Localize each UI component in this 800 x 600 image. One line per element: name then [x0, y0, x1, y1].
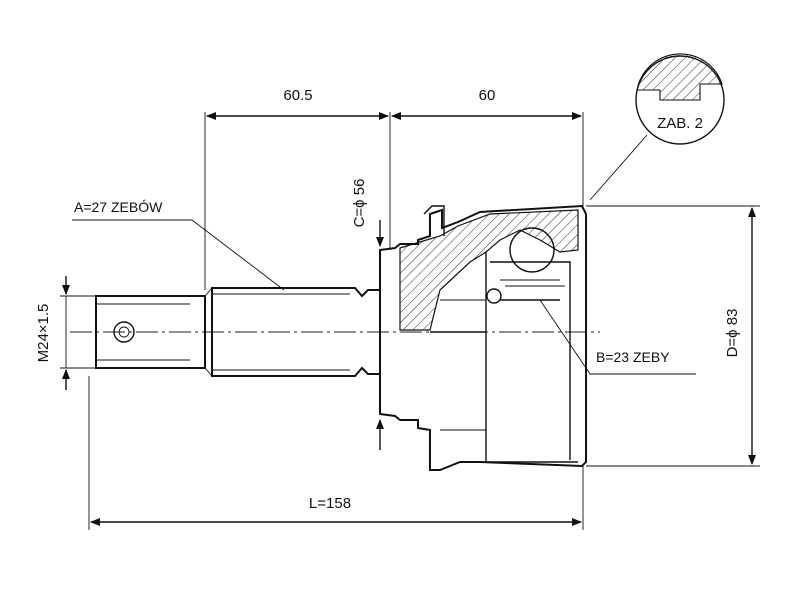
label-spline-b: B=23 ZEBY: [596, 349, 670, 365]
detail-leader: [589, 134, 648, 201]
dim-60-5: 60.5: [283, 87, 312, 104]
cotter-pin-hole: [113, 321, 135, 343]
dim-c: C=ϕ 56: [351, 179, 368, 228]
ball: [509, 227, 555, 273]
dim-158: L=158: [309, 495, 351, 512]
housing: [379, 204, 587, 471]
leader-a: [191, 219, 285, 291]
label-spline-a: A=27 ZEBÓW: [74, 199, 163, 215]
dim-thread: M24×1.5: [35, 304, 52, 363]
small-ball: [486, 288, 502, 304]
label-detail: ZAB. 2: [657, 115, 703, 132]
leader-b: [539, 299, 591, 375]
dim-d: D=ϕ 83: [724, 309, 741, 358]
retaining-clip: [423, 205, 445, 236]
detail-callout: ZAB. 2: [589, 53, 725, 201]
dim-60: 60: [479, 87, 496, 104]
